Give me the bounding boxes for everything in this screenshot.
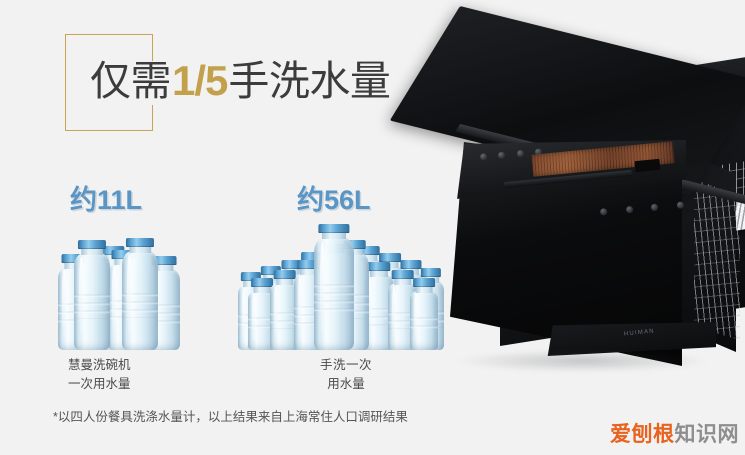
water-bottle: [122, 238, 158, 350]
rinse-button-icon[interactable]: [650, 203, 659, 211]
bottle-cap-icon: [379, 253, 401, 262]
headline-prefix: 仅需: [90, 57, 172, 104]
bottle-cap-icon: [77, 240, 107, 249]
bottle-neck: [275, 278, 294, 285]
headline-suffix: 手洗水量: [228, 57, 391, 104]
bottle-neck: [263, 274, 279, 281]
bottle-cap-icon: [399, 260, 422, 269]
bottle-cap-icon: [357, 246, 380, 255]
bottle-cap-icon: [273, 270, 296, 279]
bottle-neck: [154, 264, 174, 271]
delay-button-icon[interactable]: [516, 149, 524, 157]
bottle-cap-icon: [240, 272, 262, 281]
bottle-cap-icon: [297, 260, 321, 269]
bottle-cap-icon: [413, 278, 435, 287]
bottle-cap-icon: [61, 254, 87, 263]
bottle-cap-icon: [318, 224, 350, 233]
mode-button-icon[interactable]: [599, 207, 608, 216]
bottle-cap-icon: [260, 266, 282, 275]
bottle-cap-icon: [280, 260, 303, 269]
power-button-icon[interactable]: [479, 152, 488, 161]
bottle-neck: [243, 280, 259, 287]
caption-line: 一次用水量: [68, 377, 131, 392]
caption-handwash: 手洗一次 用水量: [272, 356, 420, 395]
bottle-neck: [300, 268, 318, 275]
water-bottle: [74, 240, 110, 350]
caption-line: 手洗一次: [319, 358, 372, 372]
watermark-part-2: 知识网: [674, 423, 739, 446]
decorative-gold-frame: [65, 34, 155, 131]
bottle-neck: [345, 248, 364, 255]
water-bottle: [314, 224, 354, 350]
bottle-neck: [81, 248, 103, 255]
dry-button-icon[interactable]: [676, 200, 685, 209]
footnote-text: *以四人份餐具洗涤水量计，以上结果来自上海常住人口调研结果: [53, 410, 408, 424]
bottle-neck: [415, 286, 433, 293]
bottle-group-handwash: [238, 222, 450, 350]
caption-line: 用水量: [327, 377, 365, 392]
watermark-part-1: 爱刨根: [610, 423, 675, 446]
bottle-cap-icon: [151, 256, 177, 265]
bottle-neck: [129, 246, 151, 253]
bottle-body: [410, 291, 438, 350]
caption-dishwasher: 慧曼洗碗机 一次用水量: [62, 356, 186, 395]
bottle-cap-icon: [251, 278, 273, 287]
bottle-neck: [322, 232, 346, 239]
volume-label-dishwasher: 约11L: [70, 185, 143, 215]
volume-label-handwash: 约56L: [297, 185, 371, 215]
headline-fraction: 1/5: [172, 57, 228, 104]
caption-line: 慧曼洗碗机: [68, 358, 131, 372]
bottle-body: [122, 251, 158, 350]
product-shadow: [458, 350, 708, 372]
bottle-body: [314, 237, 354, 350]
bottle-cap-icon: [420, 268, 442, 277]
bottle-cap-icon: [367, 262, 391, 271]
site-watermark: 爱刨根知识网: [610, 418, 739, 448]
bottle-neck: [393, 278, 412, 285]
bottle-cap-icon: [125, 238, 155, 247]
bottle-cap-icon: [391, 270, 414, 279]
bottle-group-dishwasher: [58, 228, 182, 350]
water-bottle: [410, 278, 438, 350]
bottle-body: [74, 253, 110, 350]
bottle-neck: [370, 270, 388, 277]
bottle-cap-icon: [343, 240, 366, 249]
program-button-icon[interactable]: [498, 151, 506, 159]
page-title: 仅需 1/5 手洗水量: [90, 54, 391, 108]
temperature-button-icon[interactable]: [625, 205, 633, 213]
bottle-cap-icon: [301, 252, 323, 261]
side-rack-detail: [694, 179, 740, 340]
product-image-dishwasher: HUIMAN: [389, 0, 745, 440]
bottle-neck: [359, 254, 378, 261]
bottle-neck: [253, 286, 271, 293]
